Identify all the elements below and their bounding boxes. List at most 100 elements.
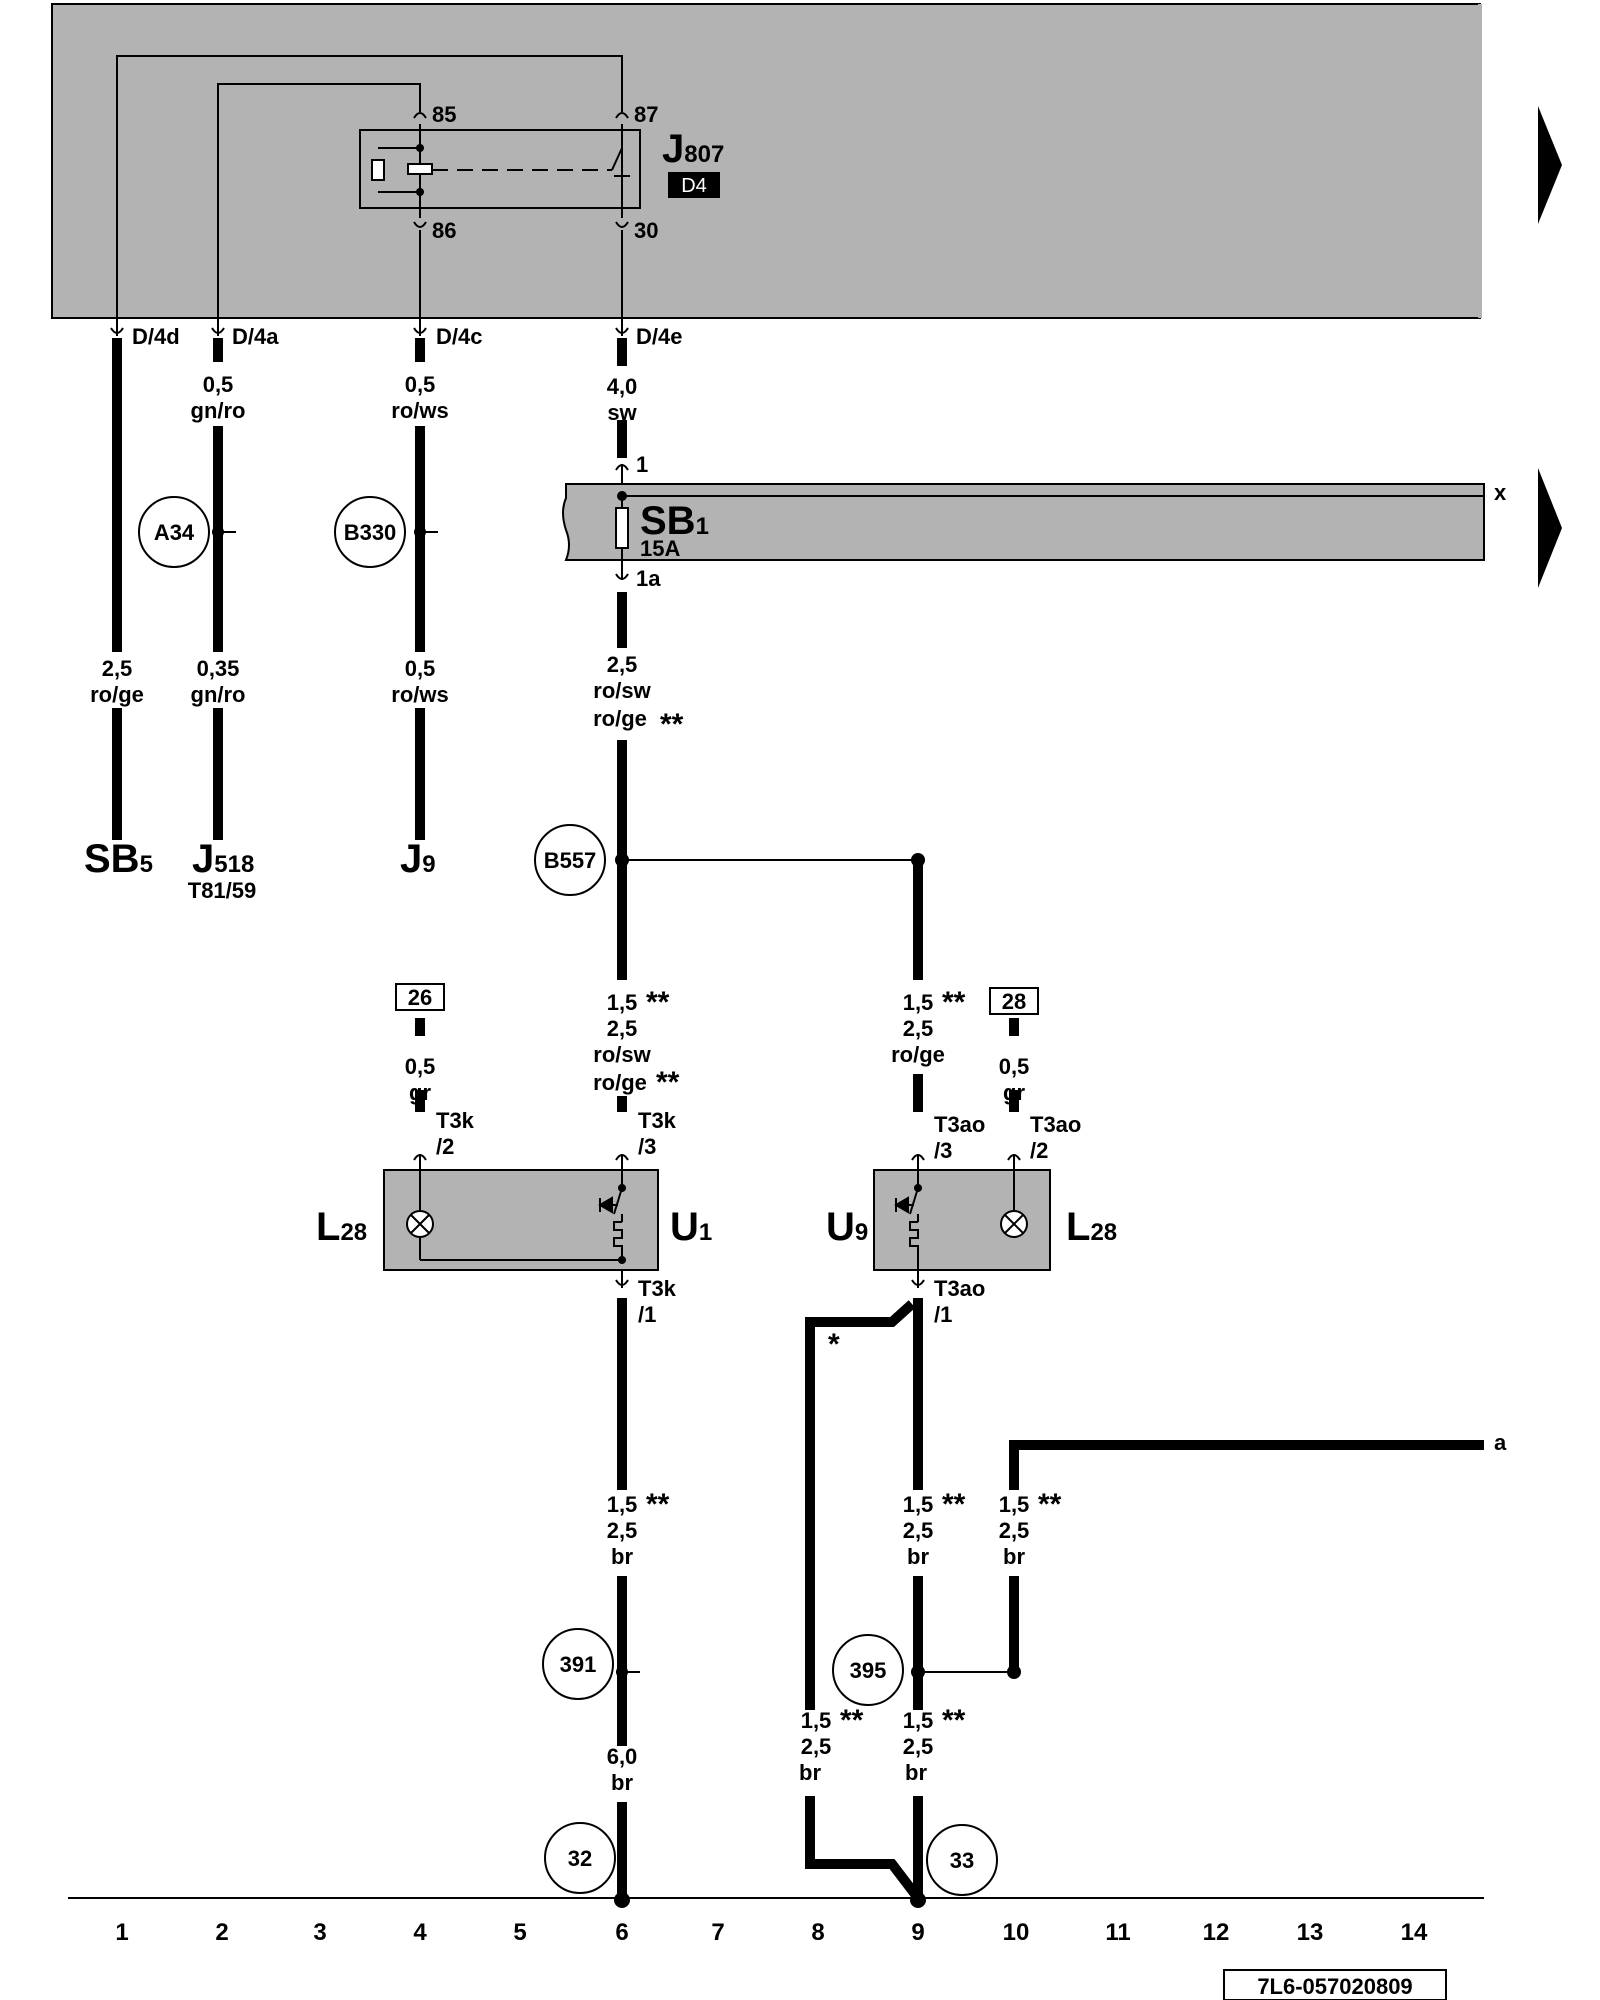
ground-33-label: 33 bbox=[950, 1848, 974, 1873]
ground-33 bbox=[926, 1824, 998, 1896]
switch-node bbox=[618, 1256, 626, 1264]
lamp-icon bbox=[1000, 1210, 1028, 1238]
footnote-mark: ** bbox=[1038, 1488, 1062, 1521]
pin-label: T3k bbox=[638, 1276, 677, 1301]
wire-size: 0,5 bbox=[405, 656, 436, 681]
pin-label: T3ao bbox=[934, 1276, 985, 1301]
pin-85-label: 85 bbox=[432, 102, 456, 127]
wire-size: 2,5 bbox=[801, 1734, 832, 1759]
pin-label: T3ao bbox=[1030, 1112, 1081, 1137]
footnote-mark: ** bbox=[942, 1704, 966, 1737]
wire-size: 2,5 bbox=[903, 1734, 934, 1759]
ground-32-label: 32 bbox=[568, 1846, 592, 1871]
wire-color: gr bbox=[1003, 1080, 1025, 1105]
wire-size-alt: 1,5 bbox=[607, 1492, 638, 1517]
pin-label: T3k bbox=[638, 1108, 677, 1133]
junction-node bbox=[910, 1892, 926, 1908]
u9-internal-wiring bbox=[894, 1170, 1015, 1270]
fuse-bus-tail: x bbox=[1494, 480, 1507, 505]
pin-label: /2 bbox=[1030, 1138, 1048, 1163]
wire-color: gn/ro bbox=[191, 682, 246, 707]
column-number: 14 bbox=[1401, 1919, 1428, 1946]
drawing-number-box bbox=[1223, 1969, 1447, 2000]
splice-395 bbox=[832, 1634, 904, 1706]
wire-color: br bbox=[1003, 1544, 1025, 1569]
relay-node bbox=[416, 144, 424, 152]
pin-label: T3k bbox=[436, 1108, 475, 1133]
pin-label: /2 bbox=[436, 1134, 454, 1159]
splice-a34 bbox=[138, 496, 210, 568]
switch-node bbox=[914, 1184, 922, 1192]
lamp-icon bbox=[406, 1210, 434, 1238]
column-number: 13 bbox=[1297, 1919, 1324, 1946]
wire-color: gn/ro bbox=[191, 398, 246, 423]
fuse-pin-icons bbox=[615, 464, 629, 580]
wire-size: 0,5 bbox=[999, 1054, 1030, 1079]
wire-color: sw bbox=[607, 400, 637, 425]
column-number: 6 bbox=[615, 1919, 628, 1946]
wire-size: 4,0 bbox=[607, 374, 638, 399]
wire-size: 0,5 bbox=[405, 372, 436, 397]
relay-j807 bbox=[359, 129, 641, 209]
wire-size: 2,5 bbox=[999, 1518, 1030, 1543]
junction-node bbox=[911, 1665, 925, 1679]
wire-color: br bbox=[611, 1544, 633, 1569]
wire-size-alt: 1,5 bbox=[607, 990, 638, 1015]
connector-d4c: D/4c bbox=[436, 324, 482, 349]
switch-pin-icons bbox=[413, 1154, 1021, 1288]
reference-box-28 bbox=[989, 987, 1039, 1015]
destination-j518: J518 bbox=[192, 837, 254, 881]
reference-26-label: 26 bbox=[408, 985, 432, 1010]
column-number: 7 bbox=[711, 1919, 724, 1946]
splice-391-label: 391 bbox=[560, 1652, 597, 1677]
reference-box-26 bbox=[395, 983, 445, 1011]
splice-391 bbox=[542, 1628, 614, 1700]
component-u1: U1 bbox=[670, 1205, 712, 1249]
pin-connector-icons bbox=[413, 112, 629, 228]
wire-color-alt: ro/ge bbox=[593, 1070, 647, 1095]
wire-size-alt: 1,5 bbox=[903, 990, 934, 1015]
footnote-mark: ** bbox=[646, 986, 670, 1019]
junction-node bbox=[1007, 1665, 1021, 1679]
thin-wires bbox=[218, 531, 1014, 1673]
footnote-mark: ** bbox=[656, 1066, 680, 1099]
splice-395-label: 395 bbox=[850, 1658, 887, 1683]
column-number: 3 bbox=[313, 1919, 326, 1946]
connector-pin-icons bbox=[110, 318, 629, 336]
footnote-mark: ** bbox=[942, 986, 966, 1019]
wire-color-alt: ro/ge bbox=[593, 706, 647, 731]
fuse-pin-out: 1a bbox=[636, 566, 661, 591]
wire-size: 2,5 bbox=[903, 1518, 934, 1543]
wire-size-alt: 1,5 bbox=[903, 1708, 934, 1733]
wire-color: ro/ws bbox=[391, 398, 448, 423]
column-number: 2 bbox=[215, 1919, 228, 1946]
relay-coil-icon bbox=[371, 147, 630, 193]
wire-size: 2,5 bbox=[607, 1016, 638, 1041]
wire-color: br bbox=[905, 1760, 927, 1785]
relay-name: J807 bbox=[662, 127, 724, 171]
pin-label: /3 bbox=[638, 1134, 656, 1159]
junction-node bbox=[615, 853, 629, 867]
fuse-icon bbox=[615, 507, 629, 549]
wire-size: 2,5 bbox=[903, 1016, 934, 1041]
connector-d4e: D/4e bbox=[636, 324, 682, 349]
wire-color: ro/ws bbox=[391, 682, 448, 707]
component-l28-left: L28 bbox=[316, 1205, 367, 1249]
reference-28-label: 28 bbox=[1002, 989, 1026, 1014]
thick-wires bbox=[112, 338, 1484, 1902]
splice-b330-label: B330 bbox=[344, 520, 397, 545]
wire-size-alt: 1,5 bbox=[903, 1492, 934, 1517]
relay-badge-text: D4 bbox=[681, 175, 707, 197]
connector-d4a: D/4a bbox=[232, 324, 279, 349]
wire-color: ro/sw bbox=[593, 1042, 651, 1067]
wire-color: ro/ge bbox=[90, 682, 144, 707]
ground-32 bbox=[544, 1822, 616, 1894]
column-number: 5 bbox=[513, 1919, 526, 1946]
connector-d4d: D/4d bbox=[132, 324, 180, 349]
wire-size-alt: 1,5 bbox=[999, 1492, 1030, 1517]
junction-node bbox=[414, 526, 426, 538]
wire-color: br bbox=[907, 1544, 929, 1569]
footnote-mark: ** bbox=[942, 1488, 966, 1521]
wire-size-alt: 1,5 bbox=[801, 1708, 832, 1733]
fuse-node bbox=[617, 491, 627, 501]
